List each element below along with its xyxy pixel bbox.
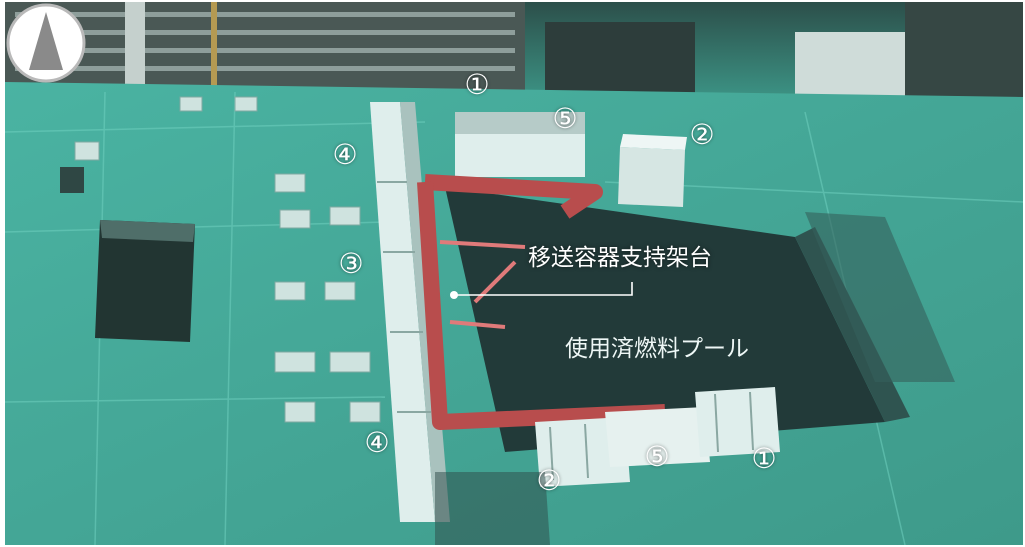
north-arrow-icon [6, 3, 86, 83]
marker-4-top: ④ [332, 138, 358, 171]
marker-1-top: ① [464, 68, 490, 101]
label-leader-line [454, 282, 633, 296]
label-leader-dot [450, 291, 458, 299]
marker-4-bottom: ④ [364, 426, 390, 459]
photo-scene [5, 2, 1023, 545]
marker-3: ③ [338, 247, 364, 280]
pool-label: 使用済燃料プール [565, 336, 749, 362]
support-frame-label: 移送容器支持架台 [528, 245, 712, 271]
marker-5-bottom: ⑤ [644, 440, 670, 473]
marker-5-top: ⑤ [552, 102, 578, 135]
marker-2-bottom: ② [536, 464, 562, 497]
marker-2-top: ② [689, 118, 715, 151]
marker-1-bottom: ① [751, 442, 777, 475]
plant-photo: ① ⑤ ② ④ ③ ④ ② ⑤ ① 移送容器支持架台 使用済燃料プール [5, 2, 1023, 545]
